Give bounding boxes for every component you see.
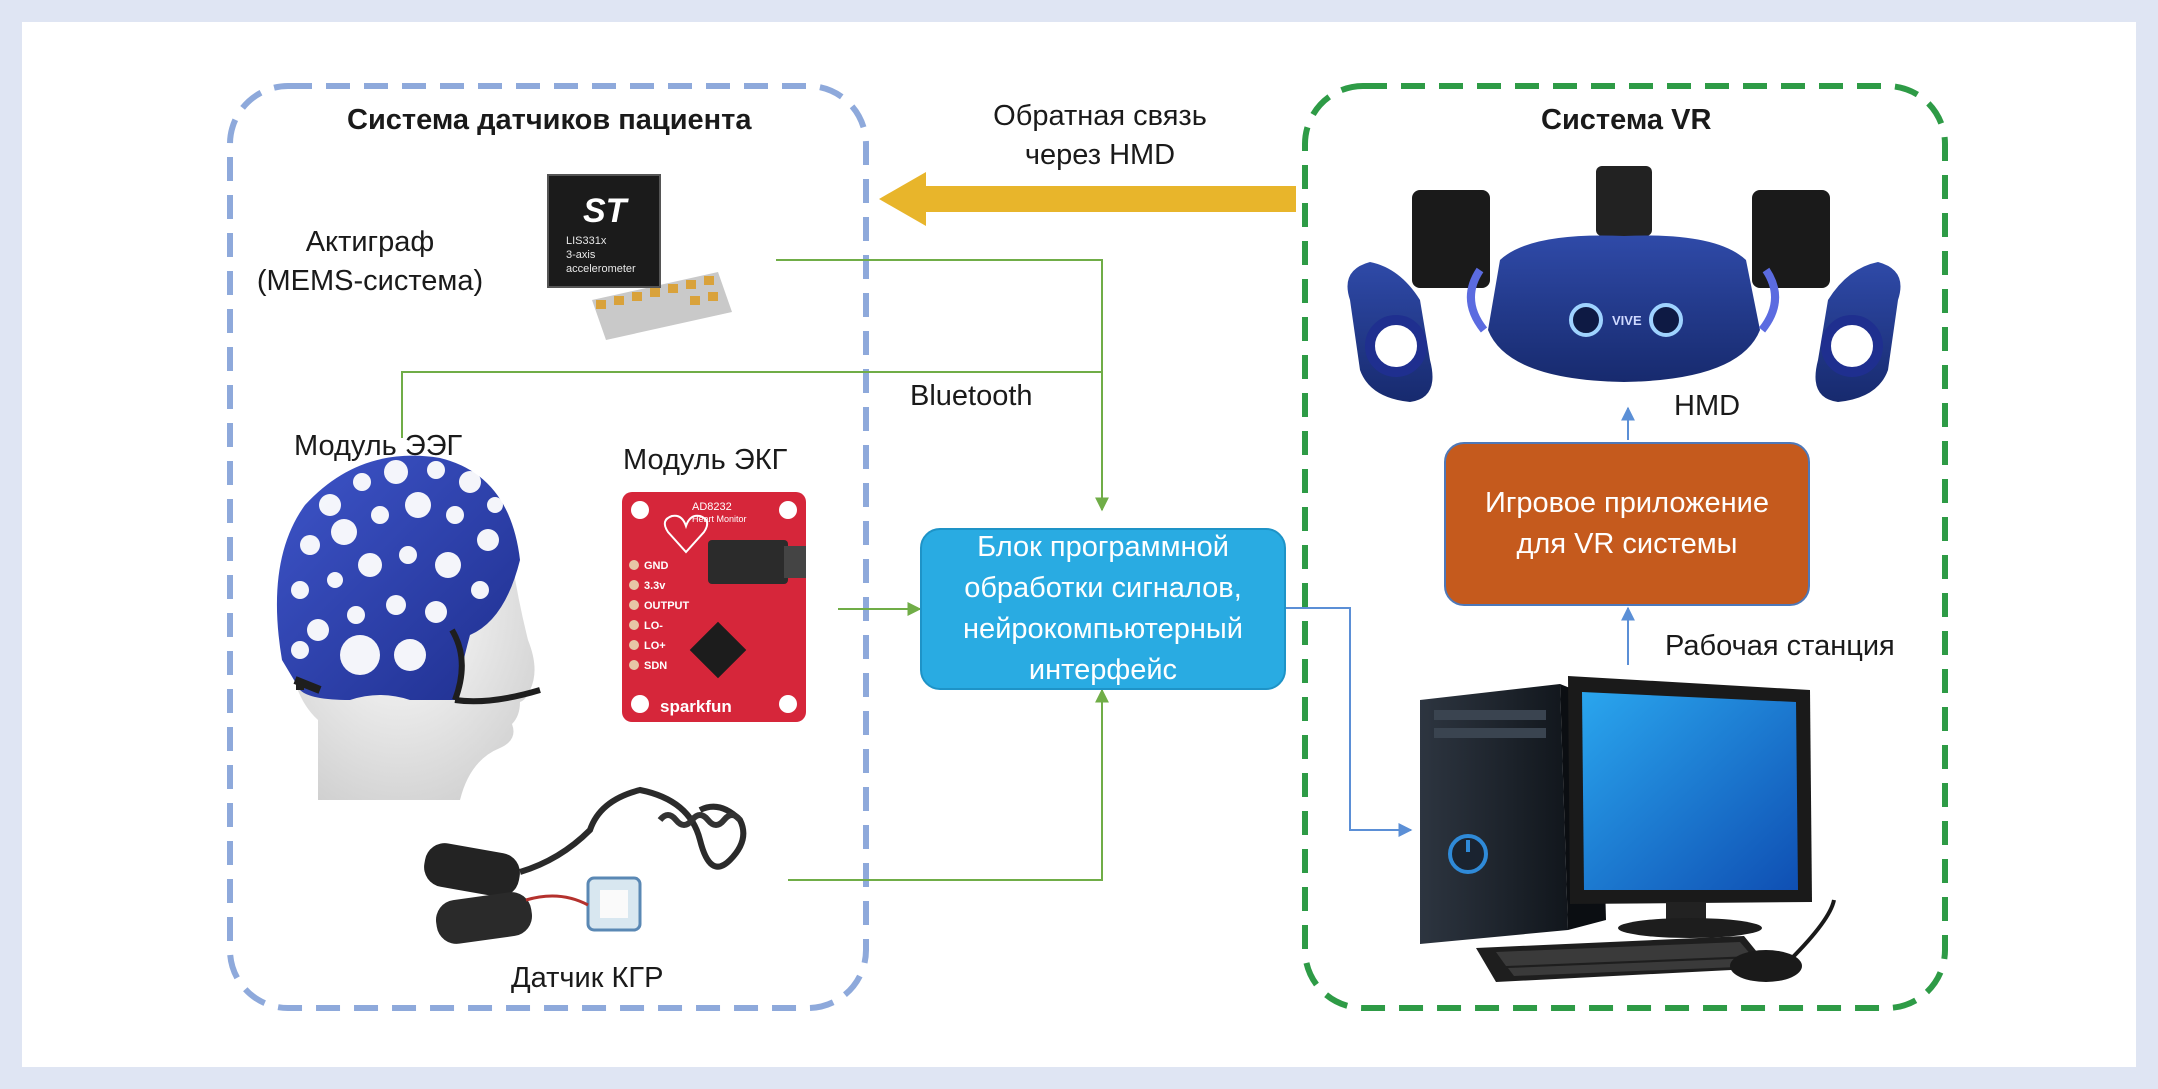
eeg-cap-image bbox=[276, 455, 541, 800]
ecg-chip-sub: Heart Monitor bbox=[692, 514, 747, 524]
feedback-label-line2: через HMD bbox=[1024, 139, 1176, 171]
ecg-pin-3: OUTPUT bbox=[644, 600, 690, 612]
feedback-arrow bbox=[879, 172, 1296, 226]
ecg-pin-5: LO+ bbox=[644, 640, 666, 652]
vr-group-title: Система VR bbox=[1541, 104, 1712, 136]
gsr-sensor-image bbox=[424, 786, 747, 944]
processing-line-4: интерфейс bbox=[1028, 654, 1178, 686]
chip-line-2: 3-axis bbox=[566, 249, 596, 261]
ecg-module-label: Модуль ЭКГ bbox=[623, 444, 788, 476]
processing-line-2: обработки сигналов, bbox=[964, 572, 1242, 604]
ecg-board-image: AD8232 Heart Monitor GND 3.3v OUTPUT LO-… bbox=[622, 492, 806, 722]
signal-processing-block: Блок программной обработки сигналов, ней… bbox=[920, 528, 1286, 690]
ecg-pin-2: 3.3v bbox=[644, 580, 666, 592]
vr-system-group bbox=[1302, 83, 1948, 1011]
patient-sensors-group bbox=[227, 83, 869, 1011]
bluetooth-label: Bluetooth bbox=[910, 380, 1033, 412]
app-line-1: Игровое приложение bbox=[1484, 487, 1770, 519]
ecg-pin-1: GND bbox=[644, 560, 669, 572]
ecg-chip-name: AD8232 bbox=[692, 501, 732, 513]
patient-group-title: Система датчиков пациента bbox=[347, 104, 752, 136]
chip-line-3: accelerometer bbox=[566, 263, 636, 275]
vr-headset-image: VIVE bbox=[1347, 166, 1901, 402]
feedback-label-line1: Обратная связь bbox=[993, 100, 1207, 132]
workstation-image bbox=[1420, 676, 1836, 982]
ecg-pin-4: LO- bbox=[644, 620, 663, 632]
ecg-pin-6: SDN bbox=[644, 660, 667, 672]
processing-line-3: нейрокомпьютерный bbox=[963, 613, 1243, 645]
chip-line-1: LIS331x bbox=[566, 235, 607, 247]
workstation-label: Рабочая станция bbox=[1665, 630, 1895, 662]
ecg-brand: sparkfun bbox=[660, 697, 732, 716]
actigraph-label-line1: Актиграф bbox=[305, 226, 435, 258]
app-line-2: для VR системы bbox=[1516, 528, 1738, 560]
sensor-connections bbox=[401, 259, 1109, 881]
game-application-block: Игровое приложение для VR системы bbox=[1444, 442, 1810, 606]
svg-text:ST: ST bbox=[583, 192, 630, 230]
processing-line-1: Блок программной bbox=[977, 531, 1229, 563]
actigraph-label-line2: (MEMS-система) bbox=[256, 265, 484, 297]
hmd-label: HMD bbox=[1674, 390, 1741, 422]
eeg-module-label: Модуль ЭЭГ bbox=[294, 430, 463, 462]
vr-connections bbox=[1286, 406, 1635, 837]
accelerometer-chip-image: ST LIS331x 3-axis accelerometer bbox=[547, 174, 732, 340]
gsr-sensor-label: Датчик КГР bbox=[511, 962, 664, 994]
vive-brand: VIVE bbox=[1612, 313, 1642, 328]
